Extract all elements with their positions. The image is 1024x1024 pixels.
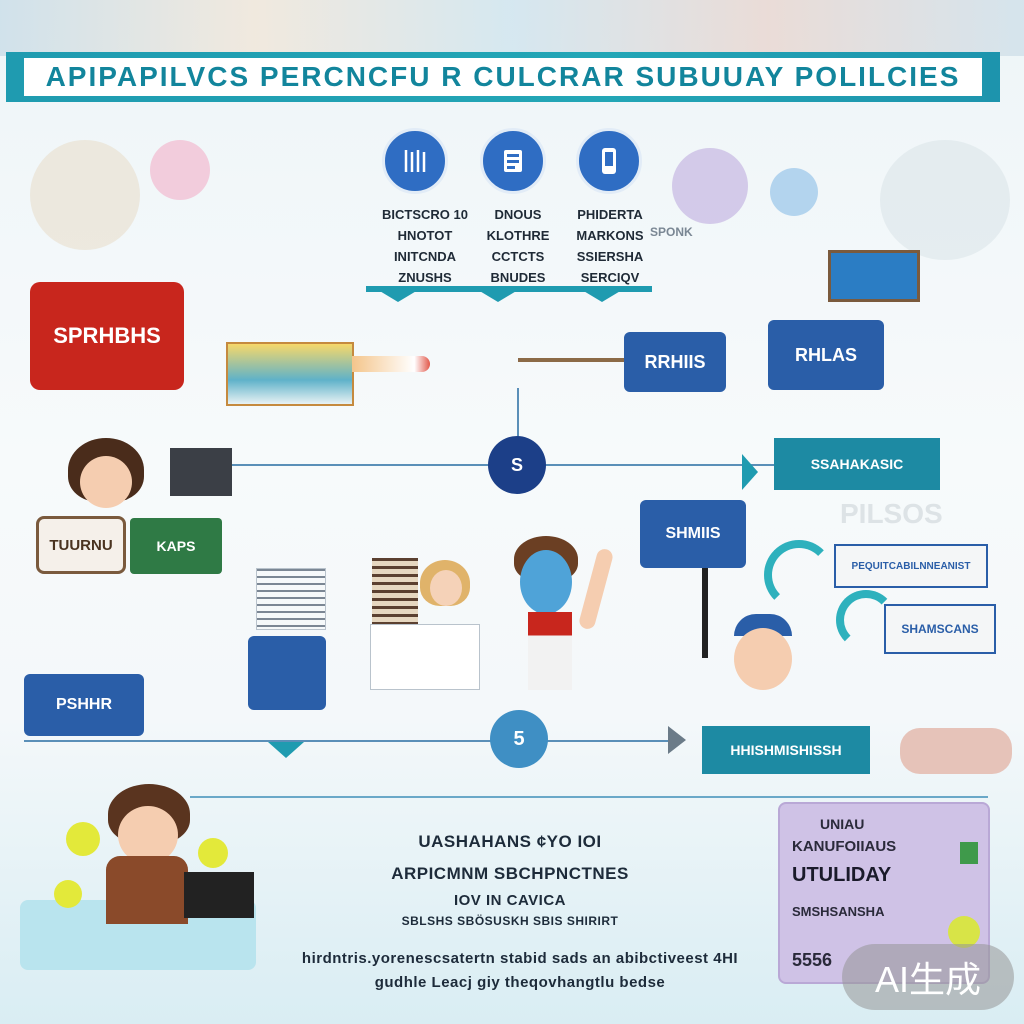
bottom-line-4: SBLSHS SBÖSUSKH SBIS SHIRIRT bbox=[401, 914, 619, 928]
teal-right-banner: SSAHAKASIC bbox=[774, 438, 940, 490]
pool-illustration bbox=[828, 250, 920, 302]
character-arm bbox=[577, 547, 615, 631]
lower-node: 5 bbox=[490, 710, 548, 768]
right-banner-1: PEQUITCABILNNEANIST bbox=[834, 544, 988, 588]
green-card: KAPS bbox=[130, 518, 222, 574]
book-stack bbox=[372, 558, 418, 628]
footer-line-1: hirdntris.yorenescsatertn stabid sads an… bbox=[301, 950, 739, 967]
people-icon bbox=[382, 128, 448, 194]
character-face bbox=[430, 570, 462, 606]
connector-horizontal-lower bbox=[190, 796, 988, 798]
decorative-blob bbox=[150, 140, 210, 200]
lilac-card-number: 5556 bbox=[792, 950, 833, 970]
title-banner: APIPAPILVCS PERCNCFU R CULCRAR SUBUUAY P… bbox=[6, 52, 1000, 102]
lilac-card-line-1: UNIAU bbox=[820, 816, 865, 832]
faded-text: PILSOS bbox=[840, 498, 943, 529]
lilac-card-line-2: KANUFOIIAUS bbox=[792, 838, 897, 855]
bulb-icon bbox=[948, 916, 980, 948]
column-pointer bbox=[378, 290, 418, 302]
character-face bbox=[520, 550, 572, 614]
column-text-3: PHIDERTA MARKONS SSIERSHA SERCIQV bbox=[576, 207, 644, 285]
teal-strip: HHISHMISHISSH bbox=[702, 726, 870, 774]
left-blue-card: PSHHR bbox=[24, 674, 144, 736]
column-divider bbox=[366, 286, 652, 292]
blue-card-top-right: RHLAS bbox=[768, 320, 884, 390]
red-card: SPRHBHS bbox=[30, 282, 184, 390]
blue-mid-card: SHMIIS bbox=[640, 500, 746, 568]
right-banner-2: SHAMSCANS bbox=[884, 604, 996, 654]
connector-horizontal bbox=[24, 740, 674, 742]
decorative-blob bbox=[30, 140, 140, 250]
pointer-rod bbox=[518, 358, 624, 362]
decorative-blob bbox=[880, 140, 1010, 260]
footer-line-2: gudhle Leacj giy theqovhangtlu bedse bbox=[374, 974, 666, 991]
teal-curve-1 bbox=[764, 540, 834, 610]
building-icon bbox=[170, 448, 232, 496]
side-text: SPONK bbox=[650, 225, 693, 239]
lightbulb-icon bbox=[54, 880, 82, 908]
card-pole bbox=[702, 568, 708, 658]
column-pointer bbox=[478, 290, 518, 302]
tag-icon bbox=[960, 842, 978, 864]
character-body bbox=[106, 856, 188, 924]
blue-card-top: RRHIIS bbox=[624, 332, 726, 392]
column-text-2: DNOUS KLOTHRE CCTCTS BNUDES bbox=[486, 207, 550, 285]
laptop-icon bbox=[184, 872, 254, 918]
outline-card: TUURNU bbox=[36, 516, 126, 574]
column-text-1: BICTSCRO 10 HNOTOT INITCNDA ZNUSHS bbox=[382, 207, 468, 285]
lightbulb-icon bbox=[66, 822, 100, 856]
document-icon bbox=[480, 128, 546, 194]
lilac-card-line-4: SMSHSANSHA bbox=[792, 904, 885, 919]
phone-icon bbox=[576, 128, 642, 194]
landscape-illustration bbox=[226, 342, 354, 406]
lilac-card-line-3: UTULIDAY bbox=[792, 864, 892, 886]
decorative-blob bbox=[770, 168, 818, 216]
connector-vertical bbox=[517, 388, 519, 440]
lightbulb-icon bbox=[198, 838, 228, 868]
paper-stack bbox=[256, 568, 326, 630]
picture-frame bbox=[370, 624, 480, 690]
page-title: APIPAPILVCS PERCNCFU R CULCRAR SUBUUAY P… bbox=[24, 58, 982, 96]
bottom-line-2: ARPICMNM SBCHPNCTNES bbox=[391, 864, 629, 883]
banner-pointer bbox=[742, 454, 758, 490]
character-face bbox=[734, 628, 792, 690]
character-cap bbox=[734, 614, 792, 636]
shell-illustration bbox=[900, 728, 1012, 774]
bottom-line-1: UASHAHANS ¢YO IOI bbox=[418, 832, 602, 851]
banner-pointer bbox=[268, 742, 304, 758]
character-face bbox=[118, 806, 178, 864]
arrow-right-icon bbox=[668, 726, 686, 754]
teal-curve-2 bbox=[836, 590, 896, 650]
center-node: S bbox=[488, 436, 546, 494]
character-face bbox=[80, 456, 132, 508]
bottom-line-3: IOV IN CAVICA bbox=[453, 892, 567, 909]
top-decoration-strip bbox=[0, 0, 1024, 56]
pencil-illustration bbox=[352, 356, 430, 372]
ai-generated-badge: AI生成 bbox=[842, 944, 1014, 1010]
decorative-blob bbox=[672, 148, 748, 224]
character-body bbox=[528, 612, 572, 690]
column-pointer bbox=[582, 290, 622, 302]
blue-book bbox=[248, 636, 326, 710]
